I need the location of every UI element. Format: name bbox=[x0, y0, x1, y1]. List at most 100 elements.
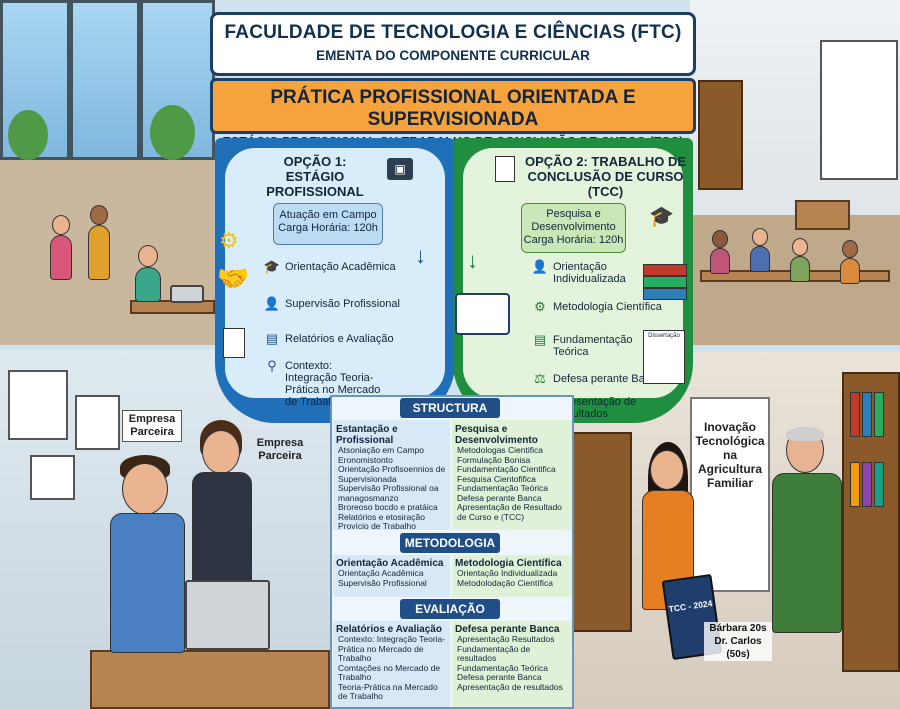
list-item: Formulação Bonisa bbox=[457, 454, 531, 465]
list-item: Relatórios e etosiração Provício de Trab… bbox=[338, 511, 425, 531]
methodology-right: Metodologia Científica Orientação Indivi… bbox=[452, 555, 572, 597]
tree bbox=[8, 110, 48, 160]
institution-title: FACULDADE DE TECNOLOGIA E CIÊNCIAS (FTC) bbox=[224, 22, 682, 43]
arrow-down-icon: ↓ bbox=[467, 248, 478, 273]
option1-title: OPÇÃO 1: ESTÁGIO PROFISSIONAL bbox=[245, 154, 385, 199]
chart-poster bbox=[75, 395, 120, 450]
list-item: Fundamentação Cientifica bbox=[457, 464, 556, 474]
list-item: Broreoso bocdo e pratáica bbox=[338, 502, 438, 512]
tcc-book-label: TCC - 2024 bbox=[668, 598, 713, 615]
gear-icon: ⚙ bbox=[534, 299, 546, 314]
company-sign: Empresa Parceira bbox=[122, 410, 182, 442]
methodology-left-title: Orientação Acadêmica bbox=[336, 558, 444, 569]
desk bbox=[90, 650, 330, 709]
list-item: Contexto: Integração Teoria-Prática no M… bbox=[338, 634, 446, 663]
classroom-scene bbox=[690, 0, 900, 345]
option1-inner bbox=[225, 148, 445, 398]
list-item: Orientação Profisoennios de Supervisiona… bbox=[338, 464, 446, 484]
option2-title-line2: CONCLUSÃO DE CURSO (TCC) bbox=[527, 169, 684, 199]
arrow-down-icon: ↓ bbox=[415, 243, 426, 268]
option2-item: 👤Orientação Individualizada bbox=[531, 259, 626, 285]
briefcase-icon: ▣ bbox=[387, 158, 413, 180]
structure-header: STRUCTURA bbox=[400, 398, 500, 418]
list-item: Metodolodação Científica bbox=[457, 577, 553, 588]
location-pin-icon: ⚲ bbox=[267, 358, 277, 373]
evaluation-header: EVALIAÇÃO bbox=[400, 599, 500, 619]
option1-field-box: Atuação em Campo Carga Horária: 120h bbox=[273, 203, 383, 245]
list-item: Apresentação Resultados bbox=[457, 634, 555, 644]
option2-title: OPÇÃO 2: TRABALHO DE CONCLUSÃO DE CURSO … bbox=[523, 154, 688, 199]
projection-screen bbox=[820, 40, 898, 180]
list-item: Supervisão Profissional oa managosmanzo bbox=[338, 483, 439, 503]
dissertation-icon: Dissertação bbox=[643, 330, 685, 384]
tree bbox=[150, 105, 195, 160]
graduation-cap-icon: 🎓 bbox=[649, 206, 674, 228]
option1-title-line2: ESTÁGIO PROFISSIONAL bbox=[266, 169, 364, 199]
option1-item: 🎓Orientação Acadêmica bbox=[263, 259, 396, 274]
supervisor-icon: 👤 bbox=[263, 296, 281, 311]
checklist-icon bbox=[223, 328, 245, 358]
board-title: Inovação Tecnológica na Agricultura Fami… bbox=[695, 420, 765, 490]
option2-panel: OPÇÃO 2: TRABALHO DE CONCLUSÃO DE CURSO … bbox=[453, 138, 693, 423]
evaluation-right-title: Defesa perante Banca bbox=[455, 624, 560, 635]
list-item: Defesa perante Banca bbox=[457, 492, 542, 503]
list-item: Fesquisa Cientofifica bbox=[457, 473, 536, 484]
methodology-left: Orientação Acadêmica Orientação Acadêmic… bbox=[333, 555, 450, 597]
option1-item: ⚲Contexto: Integração Teoria-Prática no … bbox=[263, 358, 383, 408]
lectern bbox=[795, 200, 850, 230]
list-item: Metodologas Cientifica bbox=[457, 445, 543, 455]
list-item: Teoria-Prática na Mercado de Trabalho bbox=[338, 681, 438, 701]
open-book-icon bbox=[455, 293, 510, 335]
bookshelf bbox=[698, 80, 743, 190]
methodology-right-title: Metodologia Científica bbox=[455, 558, 562, 569]
bookshelf bbox=[572, 432, 632, 632]
campus-scene bbox=[0, 0, 215, 345]
structure-left-title: Estantação e Profissional bbox=[336, 424, 398, 446]
structure-right: Pesquisa e Desenvolvimento Metodologas C… bbox=[452, 420, 572, 530]
institution-subtitle: EMENTA DO COMPONENTE CURRICULAR bbox=[316, 48, 590, 63]
list-item: Orientação Individualizada bbox=[457, 568, 558, 578]
gears-icon: ⚙ bbox=[219, 228, 239, 253]
graduation-cap-icon: 🎓 bbox=[263, 259, 281, 274]
option2-item: ⚙Metodologia Científica bbox=[531, 299, 681, 314]
option2-box-line3: Carga Horária: 120h bbox=[523, 234, 624, 246]
option1-panel: OPÇÃO 1: ESTÁGIO PROFISSIONAL ▣ Atuação … bbox=[215, 138, 455, 423]
scales-icon: ⚖ bbox=[534, 371, 546, 386]
institution-header: FACULDADE DE TECNOLOGIA E CIÊNCIAS (FTC)… bbox=[210, 12, 696, 76]
methodology-header: METODOLOGIA bbox=[400, 533, 500, 553]
report-icon: ▤ bbox=[265, 331, 279, 346]
list-item: Comtações no Mercado de Trabalho bbox=[338, 662, 441, 682]
document-icon: ▤ bbox=[533, 332, 547, 347]
list-item: Fundamentação de resultados bbox=[457, 643, 531, 663]
evaluation-left: Relatórios e Avaliação Contexto: Integra… bbox=[333, 621, 450, 707]
course-banner: PRÁTICA PROFISSIONAL ORIENTADA E SUPERVI… bbox=[210, 78, 696, 149]
book-stack-icon bbox=[643, 258, 687, 308]
laptop bbox=[170, 285, 204, 303]
company-sign: Empresa Parceira bbox=[256, 437, 304, 462]
option1-box-line1: Atuação em Campo bbox=[279, 209, 377, 221]
option1-box-line2: Carga Horária: 120h bbox=[278, 222, 378, 234]
laptop bbox=[185, 580, 270, 650]
list-item: Apresentação de Resultado de Curso e (TC… bbox=[457, 502, 562, 522]
person-icon: 👤 bbox=[531, 259, 549, 274]
list-item: Defesa perante Banca bbox=[457, 672, 542, 682]
list-item: Orientação Acadêmica bbox=[338, 568, 424, 578]
course-title: PRÁTICA PROFISSIONAL ORIENTADA E SUPERVI… bbox=[270, 87, 636, 130]
list-item: Apresentação de resultados bbox=[457, 681, 563, 692]
list-item: Fundamentação Teórica bbox=[457, 662, 549, 673]
option2-item: ⚖Defesa perante Banca bbox=[531, 371, 681, 386]
handshake-icon: 🤝 bbox=[217, 263, 250, 293]
list-item: Supervisão Profissional bbox=[338, 577, 427, 588]
window bbox=[70, 0, 140, 160]
option2-box-line2: Desenvolvimento bbox=[531, 221, 616, 233]
structure-right-title: Pesquisa e Desenvolvimento bbox=[455, 424, 538, 446]
option2-research-box: Pesquisa e Desenvolvimento Carga Horária… bbox=[521, 203, 626, 253]
document-icon bbox=[495, 156, 515, 182]
evaluation-left-title: Relatórios e Avaliação bbox=[336, 624, 442, 635]
option2-box-line1: Pesquisa e bbox=[546, 208, 601, 220]
evaluation-right: Defesa perante Banca Apresentação Result… bbox=[452, 621, 572, 707]
structure-left: Estantação e Profissional Atsoniação em … bbox=[333, 420, 450, 531]
list-item: Atsoniação em Campo bbox=[338, 445, 424, 455]
list-item: Fundamentação Teórica bbox=[457, 483, 549, 493]
chart-poster bbox=[30, 455, 75, 500]
